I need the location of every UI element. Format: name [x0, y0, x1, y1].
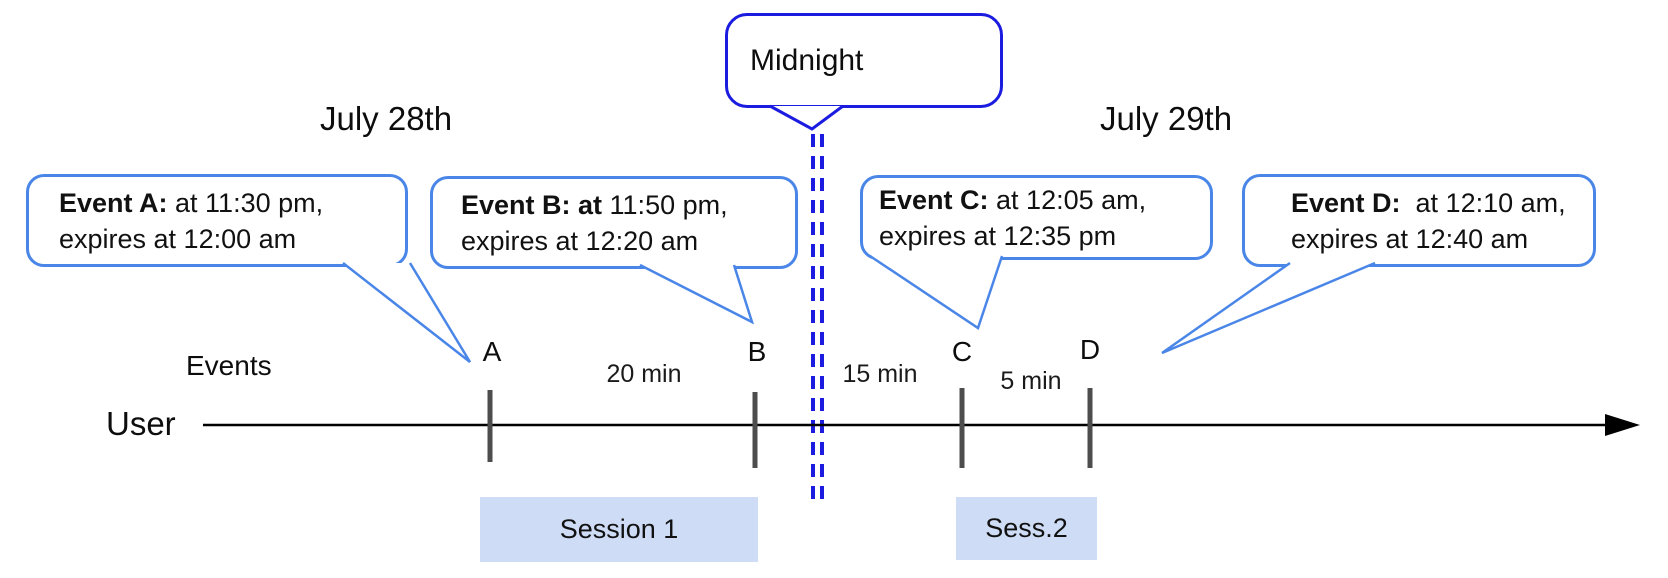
event-b-line1: Event B: at 11:50 pm,: [461, 189, 728, 220]
event-tick-marks: [487, 388, 1093, 468]
event-c-callout: Event C: at 12:05 am, expires at 12:35 p…: [860, 175, 1213, 260]
event-d-callout: Event D: at 12:10 am, expires at 12:40 a…: [1242, 174, 1596, 267]
midnight-callout: Midnight: [725, 13, 1003, 108]
event-c-line1: Event C: at 12:05 am,: [879, 184, 1147, 215]
event-d-line2: expires at 12:40 am: [1291, 223, 1529, 254]
date-label-july-29: July 29th: [1100, 100, 1233, 137]
gap-label-15min: 15 min: [842, 360, 918, 388]
session-2-label: Sess.2: [985, 513, 1068, 543]
marker-c: C: [951, 336, 973, 367]
event-c-callout-tail: [869, 254, 1004, 330]
events-axis-label: Events: [186, 350, 272, 381]
marker-b: B: [747, 336, 767, 367]
event-c-line2: expires at 12:35 pm: [879, 220, 1117, 251]
event-b-callout: Event B: at 11:50 pm, expires at 12:20 a…: [430, 176, 798, 269]
event-a-callout: Event A: at 11:30 pm, expires at 12:00 a…: [26, 174, 408, 267]
marker-d: D: [1079, 334, 1101, 365]
midnight-callout-tail: [769, 104, 844, 131]
user-timeline-arrow: [203, 414, 1640, 436]
session-2-box: Sess.2: [956, 497, 1097, 560]
marker-a: A: [482, 336, 502, 367]
event-b-line2: expires at 12:20 am: [461, 225, 699, 256]
gap-label-5min: 5 min: [1000, 367, 1062, 395]
event-a-line1: Event A: at 11:30 pm,: [59, 187, 324, 218]
event-d-line1: Event D: at 12:10 am,: [1291, 187, 1566, 218]
event-d-callout-tail: [1161, 261, 1376, 355]
gap-label-20min: 20 min: [606, 360, 682, 388]
midnight-callout-label: Midnight: [750, 43, 864, 77]
user-axis-label: User: [106, 405, 176, 442]
event-a-line2: expires at 12:00 am: [59, 223, 297, 254]
event-a-callout-tail: [342, 262, 472, 363]
event-b-callout-tail: [639, 263, 755, 325]
session-1-label: Session 1: [559, 514, 679, 544]
session-1-box: Session 1: [480, 497, 758, 562]
date-label-july-28: July 28th: [320, 100, 453, 137]
midnight-dashed-line: [811, 134, 824, 508]
